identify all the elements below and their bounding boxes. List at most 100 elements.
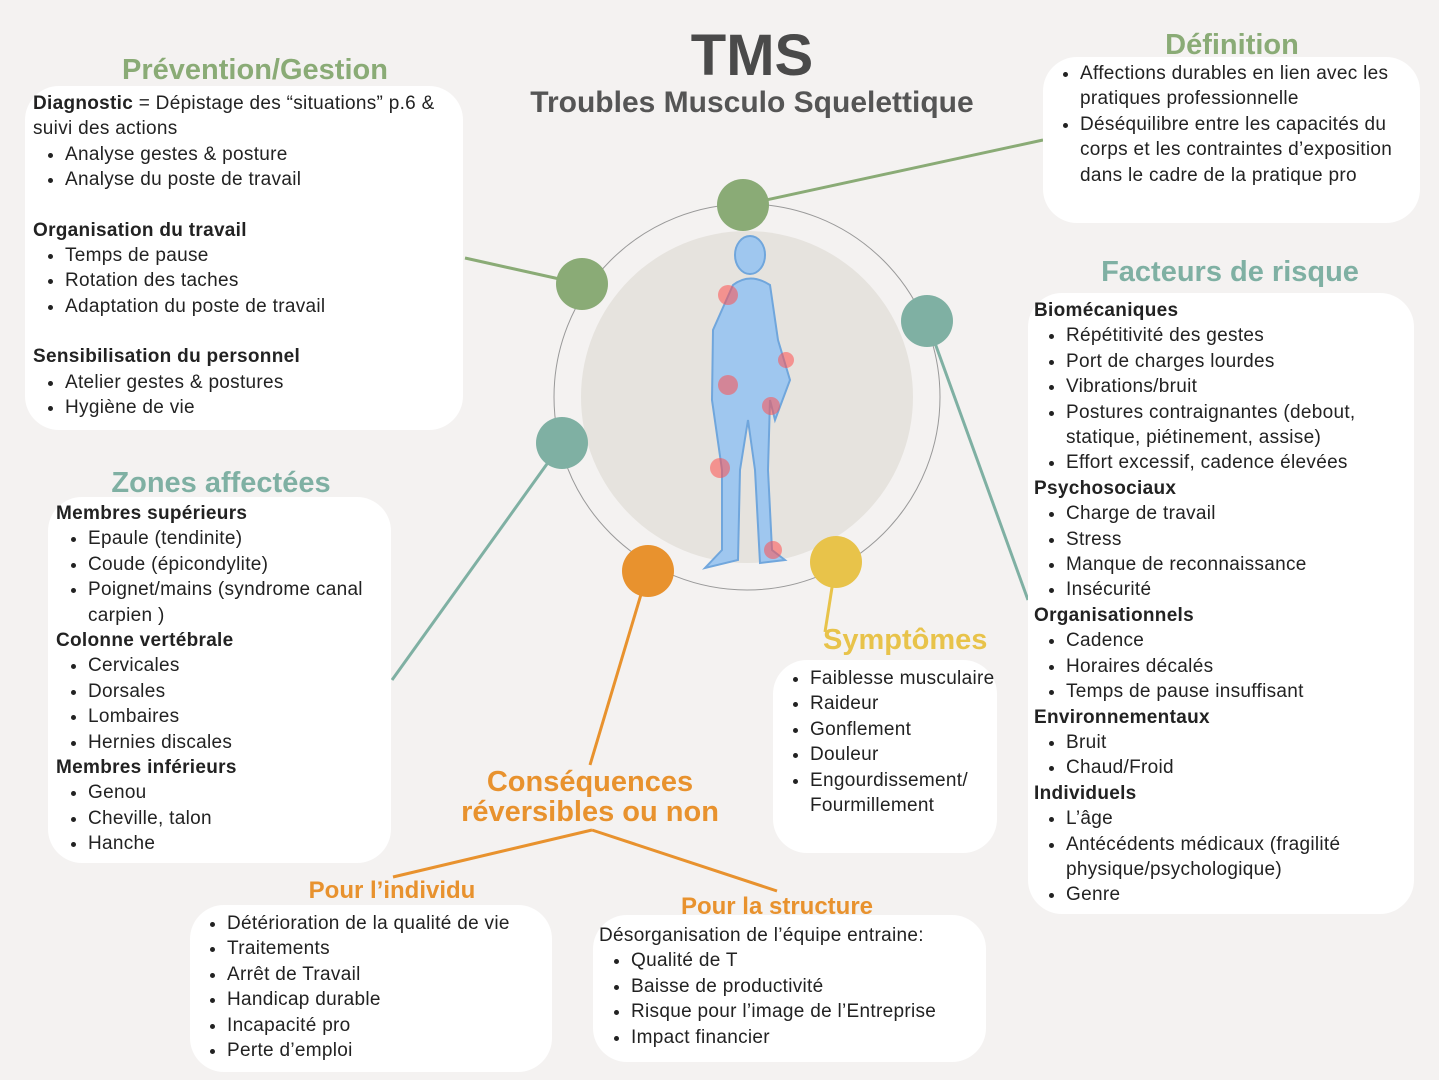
list-item: Faiblesse musculaire: [810, 666, 996, 691]
list-item: Impact financier: [631, 1025, 984, 1050]
symptomes-title: Symptômes: [823, 624, 988, 656]
list-item: Dorsales: [88, 679, 386, 704]
page-title: TMS: [690, 23, 814, 88]
list-item: Risque pour l’image de l’Entreprise: [631, 999, 984, 1024]
list-item: Coude (épicondylite): [88, 552, 386, 577]
diagnostic-label: Diagnostic: [33, 93, 134, 114]
list-item: Incapacité pro: [227, 1013, 550, 1038]
list-item: Adaptation du poste de travail: [65, 294, 458, 319]
list-item: Cervicales: [88, 653, 386, 678]
list-item: Genou: [88, 780, 386, 805]
group-list: L’âgeAntécédents médicaux (fragilité phy…: [1034, 806, 1409, 908]
zones-content: Membres supérieursEpaule (tendinite)Coud…: [56, 501, 386, 857]
group-list: GenouCheville, talonHanche: [56, 780, 386, 856]
facteurs-content: BiomécaniquesRépétitivité des gestesPort…: [1034, 298, 1409, 908]
group-heading: Membres inférieurs: [56, 757, 237, 779]
sens-heading: Sensibilisation du personnel: [33, 346, 301, 368]
node-zones: [536, 417, 588, 469]
list-item: Handicap durable: [227, 987, 550, 1012]
connector-definition: [742, 138, 1044, 207]
structure-content: Désorganisation de l’équipe entraine: Qu…: [599, 923, 984, 1050]
list-item: Analyse du poste de travail: [65, 167, 458, 192]
group-heading: Individuels: [1034, 782, 1137, 804]
structure-box: [593, 915, 986, 1062]
list-item: Chaud/Froid: [1066, 755, 1409, 780]
individu-content: Détérioration de la qualité de vieTraite…: [195, 911, 550, 1063]
zones-box: [48, 497, 391, 863]
list-item: L’âge: [1066, 806, 1409, 831]
prevention-box: [25, 86, 463, 430]
group-heading: Psychosociaux: [1034, 477, 1177, 499]
symptomes-box: [773, 660, 997, 853]
definition-content: Affections durables en lien avec les pra…: [1048, 61, 1413, 188]
list-item: Temps de pause insuffisant: [1066, 679, 1409, 704]
list-item: Antécédents médicaux (fragilité physique…: [1066, 832, 1409, 883]
list-item: Hernies discales: [88, 730, 386, 755]
list-item: Douleur: [810, 742, 996, 767]
diagnostic-text: = Dépistage des “situations” p.6 & suivi…: [33, 93, 435, 140]
group-list: BruitChaud/Froid: [1034, 730, 1409, 781]
node-prevention: [556, 258, 608, 310]
definition-title: Définition: [1165, 29, 1299, 61]
list-item: Traitements: [227, 936, 550, 961]
node-symptomes: [810, 536, 862, 588]
group-heading: Organisationnels: [1034, 604, 1195, 626]
list-item: Port de charges lourdes: [1066, 349, 1409, 374]
individu-title: Pour l’individu: [308, 877, 476, 904]
list-item: Postures contraignantes (debout, statiqu…: [1066, 400, 1409, 451]
node-facteurs: [901, 295, 953, 347]
list-item: Vibrations/bruit: [1066, 374, 1409, 399]
page-subtitle: Troubles Musculo Squelettique: [530, 86, 974, 119]
list-item: Atelier gestes & postures: [65, 370, 458, 395]
list-item: Hanche: [88, 831, 386, 856]
list-item: Cheville, talon: [88, 806, 386, 831]
list-item: Rotation des taches: [65, 268, 458, 293]
list-item: Baisse de productivité: [631, 974, 984, 999]
symptomes-content: Faiblesse musculaireRaideurGonflementDou…: [778, 666, 996, 818]
structure-intro: Désorganisation de l’équipe entraine:: [599, 925, 924, 946]
list-item: Analyse gestes & posture: [65, 142, 458, 167]
org-heading: Organisation du travail: [33, 219, 247, 241]
connector-facteurs: [925, 320, 1030, 601]
group-heading: Biomécaniques: [1034, 300, 1179, 321]
prevention-content: Diagnostic = Dépistage des “situations” …: [33, 91, 458, 420]
consequences-subtitle: réversibles ou non: [461, 796, 719, 828]
list-item: Perte d’emploi: [227, 1038, 550, 1063]
list-item: Répétitivité des gestes: [1066, 323, 1409, 348]
group-list: Répétitivité des gestesPort de charges l…: [1034, 323, 1409, 475]
list-item: Arrêt de Travail: [227, 962, 550, 987]
list-item: Affections durables en lien avec les pra…: [1080, 61, 1413, 112]
node-definition: [717, 179, 769, 231]
definition-box: [1043, 57, 1420, 223]
list-item: Temps de pause: [65, 243, 458, 268]
list-item: Cadence: [1066, 628, 1409, 653]
list-item: Gonflement: [810, 717, 996, 742]
list-item: Manque de reconnaissance: [1066, 552, 1409, 577]
node-consequences: [622, 545, 674, 597]
human-skeleton-figure: [701, 235, 792, 570]
list-item: Lombaires: [88, 704, 386, 729]
list-item: Insécurité: [1066, 577, 1409, 602]
list-item: Poignet/mains (syndrome canal carpien ): [88, 577, 386, 628]
pain-points: [710, 285, 794, 559]
group-heading: Environnementaux: [1034, 706, 1210, 728]
connector-zones: [390, 442, 564, 681]
facteurs-title: Facteurs de risque: [1101, 256, 1359, 288]
list-item: Engourdissement/ Fourmillement: [810, 768, 996, 819]
list-item: Genre: [1066, 882, 1409, 907]
list-item: Hygiène de vie: [65, 395, 458, 420]
group-list: Epaule (tendinite)Coude (épicondylite)Po…: [56, 526, 386, 628]
list-item: Stress: [1066, 527, 1409, 552]
list-item: Qualité de T: [631, 948, 984, 973]
list-item: Effort excessif, cadence élevées: [1066, 450, 1409, 475]
prevention-title: Prévention/Gestion: [122, 54, 388, 86]
diagnostic-list: Analyse gestes & postureAnalyse du poste…: [33, 142, 458, 193]
structure-title: Pour la structure: [680, 893, 874, 920]
list-item: Détérioration de la qualité de vie: [227, 911, 550, 936]
group-list: CadenceHoraires décalésTemps de pause in…: [1034, 628, 1409, 704]
group-list: Charge de travailStressManque de reconna…: [1034, 501, 1409, 603]
list-item: Charge de travail: [1066, 501, 1409, 526]
consequences-title: Conséquences: [486, 766, 694, 798]
group-heading: Membres supérieurs: [56, 503, 248, 524]
